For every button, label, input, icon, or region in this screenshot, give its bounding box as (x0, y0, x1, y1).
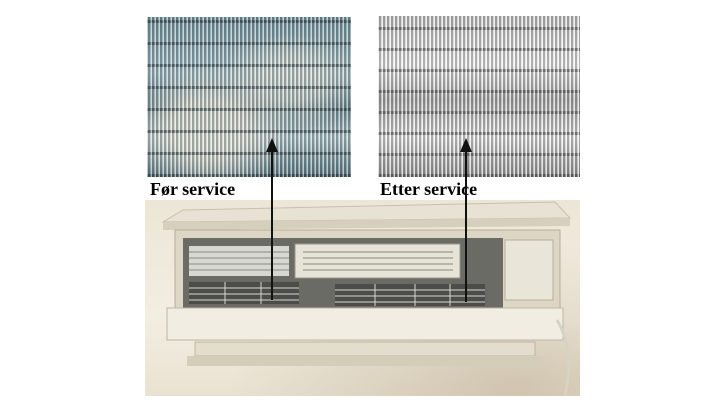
after-service-caption: Etter service (380, 179, 478, 199)
before-service-caption: Før service (150, 179, 236, 199)
air-conditioner-photo (145, 200, 580, 396)
after-service-photo (378, 16, 580, 177)
air-conditioner-illustration (161, 201, 572, 396)
before-service-photo (147, 17, 351, 177)
